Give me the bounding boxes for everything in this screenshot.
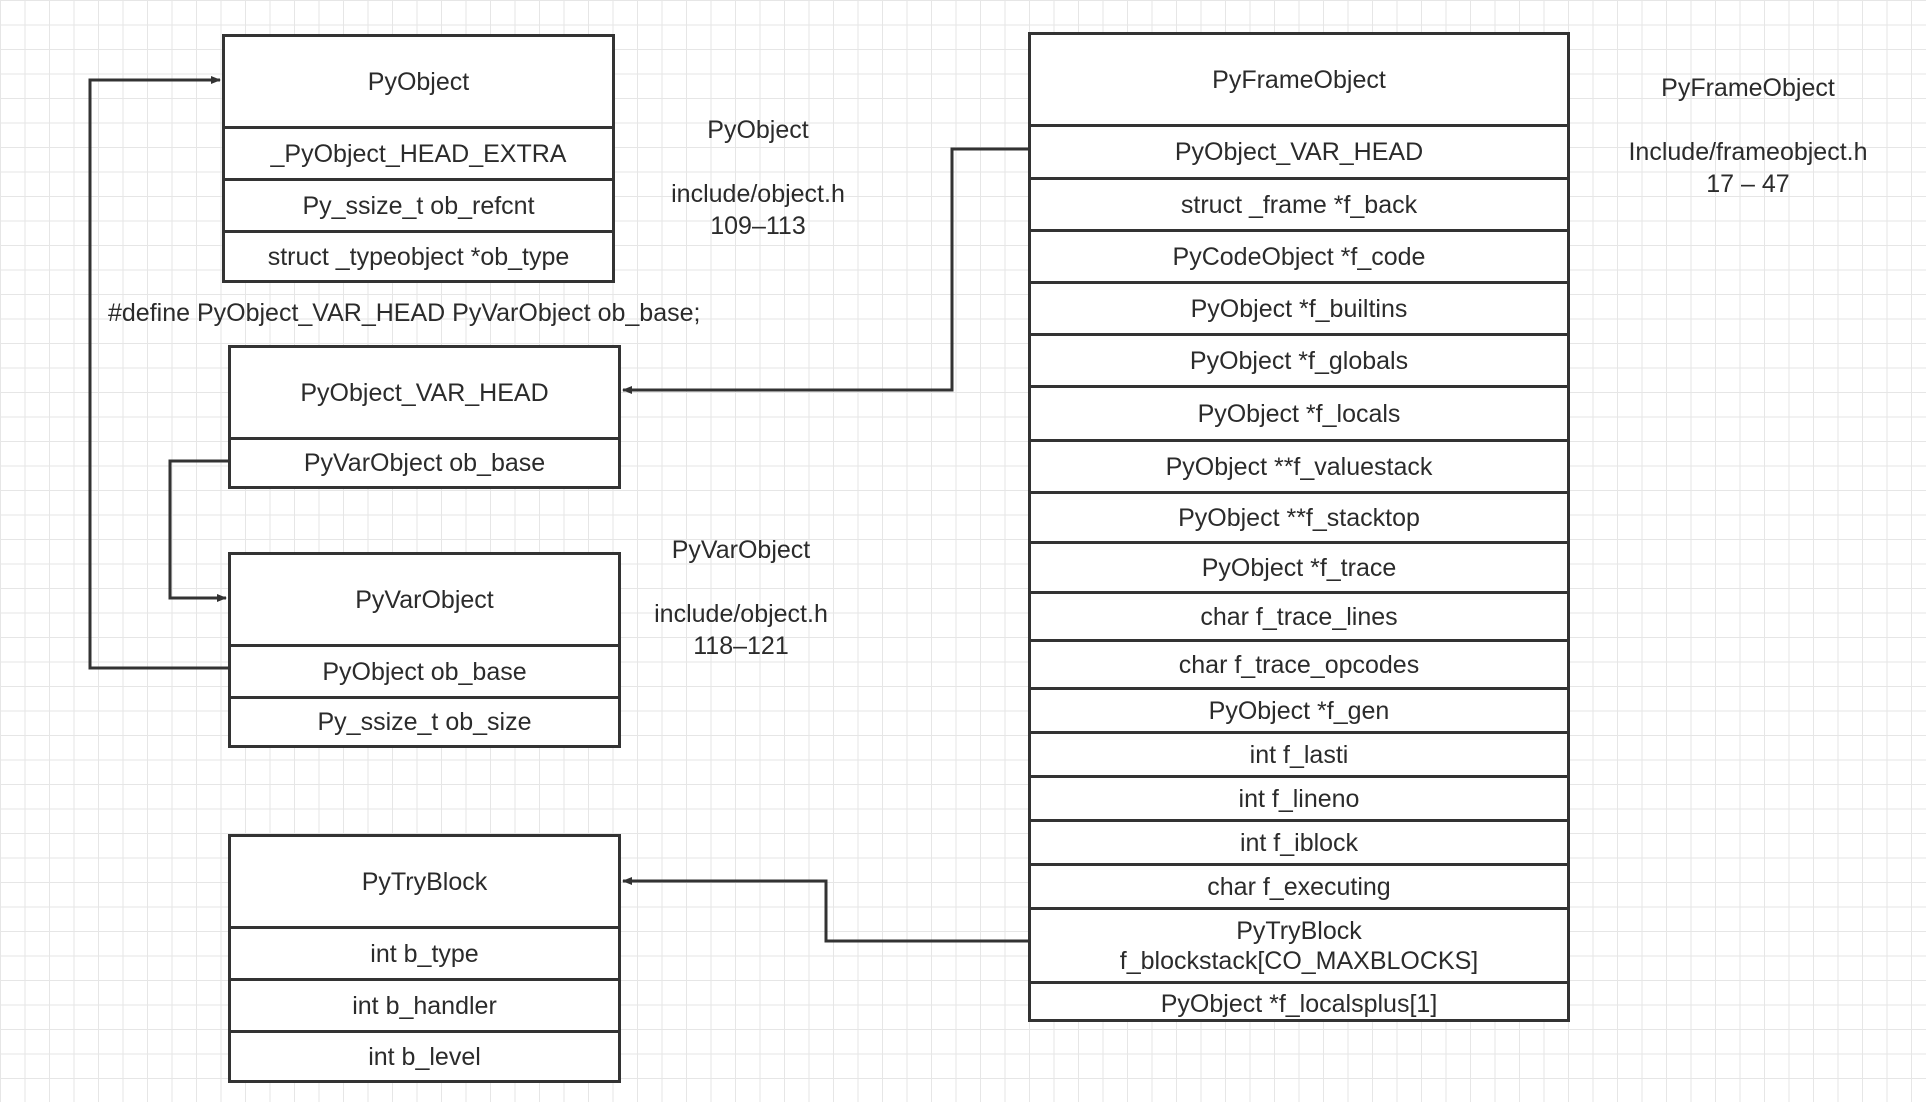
frame-field: int f_lineno	[1031, 775, 1567, 819]
define-macro-text: #define PyObject_VAR_HEAD PyVarObject ob…	[108, 299, 701, 327]
var-head-field: PyVarObject ob_base	[231, 437, 618, 486]
frame-field: int f_iblock	[1031, 819, 1567, 863]
frame-field: int f_lasti	[1031, 731, 1567, 775]
frame-field: char f_trace_opcodes	[1031, 639, 1567, 687]
frame-struct-box: PyFrameObject PyObject_VAR_HEAD struct _…	[1028, 32, 1570, 1022]
frame-field: struct _frame *f_back	[1031, 177, 1567, 229]
frame-field: PyObject **f_stacktop	[1031, 491, 1567, 541]
frame-field: PyCodeObject *f_code	[1031, 229, 1567, 281]
frame-field: PyObject_VAR_HEAD	[1031, 124, 1567, 177]
pyvarobject-field: PyObject ob_base	[231, 644, 618, 696]
pyobject-struct-box: PyObject _PyObject_HEAD_EXTRA Py_ssize_t…	[222, 34, 615, 283]
frame-note-file: Include/frameobject.h	[1628, 138, 1868, 166]
pyvarobject-struct-box: PyVarObject PyObject ob_base Py_ssize_t …	[228, 552, 621, 748]
var-head-title: PyObject_VAR_HEAD	[300, 378, 549, 407]
frame-title: PyFrameObject	[1212, 65, 1386, 94]
pyvarobject-note-lines: 118–121	[693, 632, 789, 660]
trytblock-title: PyTryBlock	[361, 867, 488, 896]
frame-note: PyFrameObject Include/frameobject.h 17 –…	[1598, 72, 1898, 200]
trytblock-struct-box: PyTryBlock int b_type int b_handler int …	[228, 834, 621, 1083]
frame-note-name: PyFrameObject	[1661, 74, 1835, 102]
pyobject-field: _PyObject_HEAD_EXTRA	[225, 126, 612, 178]
pyobject-note-name: PyObject	[707, 116, 809, 144]
frame-field: PyObject *f_trace	[1031, 541, 1567, 591]
pyvarobject-title: PyVarObject	[355, 585, 494, 614]
frame-field: PyObject **f_valuestack	[1031, 439, 1567, 491]
frame-field: PyTryBlock f_blockstack[CO_MAXBLOCKS]	[1031, 907, 1567, 981]
pyobject-field: struct _typeobject *ob_type	[225, 230, 612, 280]
trytblock-field: int b_level	[231, 1030, 618, 1080]
pyobject-title: PyObject	[367, 67, 470, 96]
frame-field: PyObject *f_locals	[1031, 385, 1567, 439]
pyobject-field: Py_ssize_t ob_refcnt	[225, 178, 612, 230]
frame-note-lines: 17 – 47	[1706, 170, 1790, 198]
pyvarobject-field: Py_ssize_t ob_size	[231, 696, 618, 745]
pyvarobject-note: PyVarObject include/object.h 118–121	[641, 534, 841, 662]
trytblock-field: int b_type	[231, 926, 618, 978]
pyobject-note-lines: 109–113	[710, 212, 806, 240]
frame-field: PyObject *f_globals	[1031, 333, 1567, 385]
frame-field: char f_trace_lines	[1031, 591, 1567, 639]
connector-varhead-to-varobject-arrow	[168, 459, 228, 602]
pyvarobject-note-name: PyVarObject	[671, 536, 811, 564]
frame-field: char f_executing	[1031, 863, 1567, 907]
pyobject-note-file: include/object.h	[671, 180, 845, 208]
connector-frame-to-trytblock-arrow	[622, 877, 1028, 943]
frame-field: PyObject *f_builtins	[1031, 281, 1567, 333]
var-head-struct-box: PyObject_VAR_HEAD PyVarObject ob_base	[228, 345, 621, 489]
pyvarobject-note-file: include/object.h	[654, 600, 828, 628]
connector-varobject-to-pyobject-arrow	[88, 76, 228, 670]
pyobject-note: PyObject include/object.h 109–113	[658, 114, 858, 242]
frame-field: PyObject *f_localsplus[1]	[1031, 981, 1567, 1023]
trytblock-field: int b_handler	[231, 978, 618, 1030]
frame-field: PyObject *f_gen	[1031, 687, 1567, 731]
